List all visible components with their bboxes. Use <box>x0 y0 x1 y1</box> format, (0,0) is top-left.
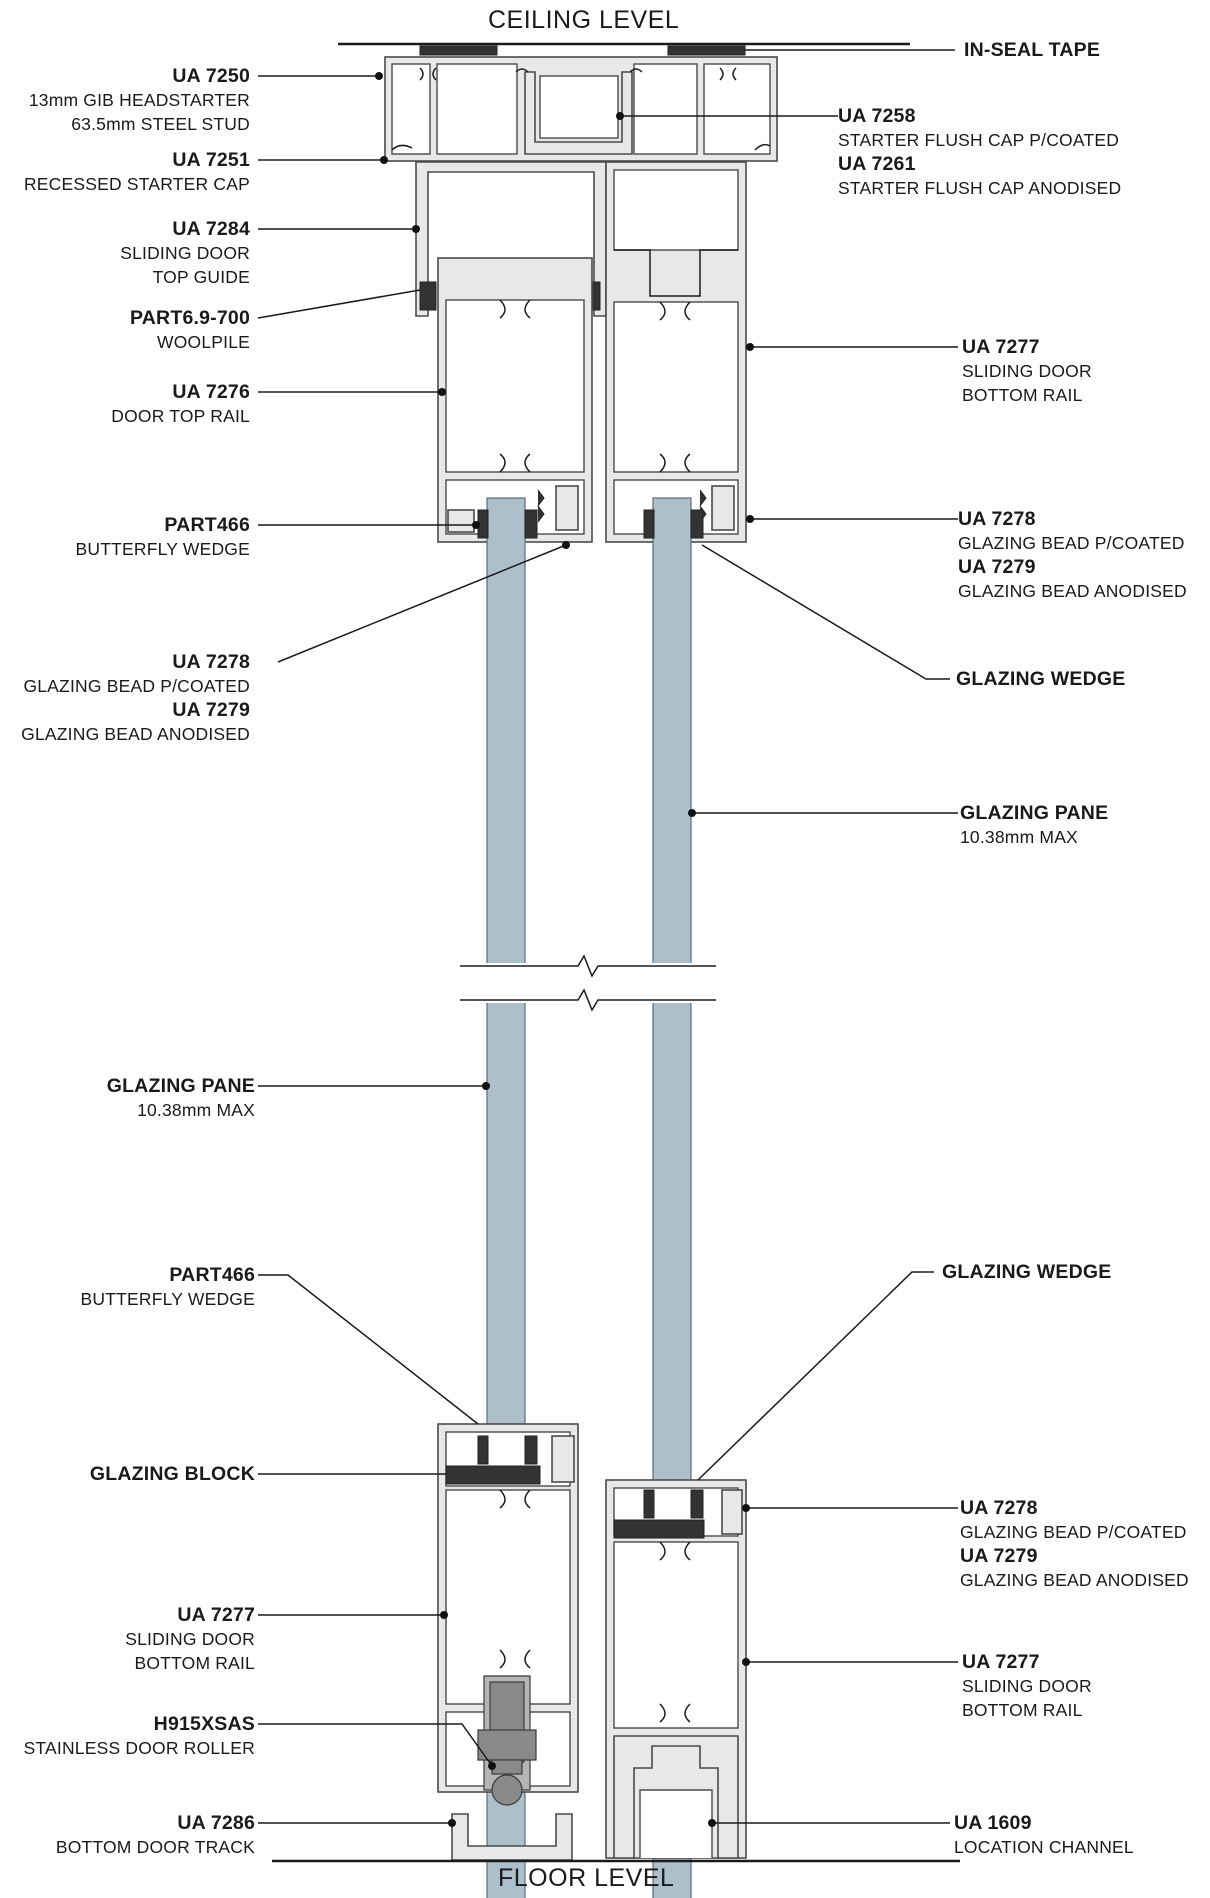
callout-ua7286: UA 7286 BOTTOM DOOR TRACK <box>55 1812 255 1857</box>
callout-glazing-wedge-bottom: GLAZING WEDGE <box>942 1261 1112 1283</box>
callout-glazing-bead-right-top: UA 7278 GLAZING BEAD P/COATED UA 7279 GL… <box>958 508 1187 601</box>
callout-glazing-block: GLAZING BLOCK <box>89 1463 255 1485</box>
callout-ua7277-left-bottom: UA 7277 SLIDING DOOR BOTTOM RAIL <box>125 1604 255 1673</box>
callout-ua7277-right-bottom: UA 7277 SLIDING DOOR BOTTOM RAIL <box>962 1651 1092 1720</box>
callout-roller: H915XSAS STAINLESS DOOR ROLLER <box>23 1713 255 1758</box>
break-lines <box>460 954 720 1012</box>
location-channel <box>613 1735 739 1859</box>
callout-glazing-pane-right: GLAZING PANE 10.38mm MAX <box>960 802 1109 847</box>
in-seal-tape-left <box>419 45 498 56</box>
callout-part466-bottom: PART466 BUTTERFLY WEDGE <box>80 1264 255 1309</box>
callout-ua7276: UA 7276 DOOR TOP RAIL <box>111 381 250 426</box>
callout-glazing-pane-left: GLAZING PANE 10.38mm MAX <box>106 1075 255 1120</box>
callout-ua7258: UA 7258 STARTER FLUSH CAP P/COATED UA 72… <box>838 105 1122 198</box>
leader-lines <box>257 49 958 1827</box>
glazing-block-left <box>445 1465 541 1485</box>
callout-part466-top: PART466 BUTTERFLY WEDGE <box>75 514 250 559</box>
callout-glazing-bead-right-bottom: UA 7278 GLAZING BEAD P/COATED UA 7279 GL… <box>960 1497 1189 1590</box>
starter-flush-cap <box>515 68 643 155</box>
glazing-block-right <box>613 1519 705 1539</box>
callout-ua7277-top: UA 7277 SLIDING DOOR BOTTOM RAIL <box>962 336 1092 405</box>
callout-ua1609: UA 1609 LOCATION CHANNEL <box>954 1812 1134 1857</box>
callout-ua7250: UA 7250 13mm GIB HEADSTARTER 63.5mm STEE… <box>28 65 250 134</box>
right-door-top-rail <box>605 161 747 543</box>
callout-glazing-bead-left-top: UA 7278 GLAZING BEAD P/COATED UA 7279 GL… <box>21 651 250 744</box>
callout-in-seal-tape: IN-SEAL TAPE <box>964 39 1101 61</box>
callout-ua7251: UA 7251 RECESSED STARTER CAP <box>23 149 250 194</box>
callout-woolpile: PART6.9-700 WOOLPILE <box>130 307 250 352</box>
callout-glazing-wedge-top: GLAZING WEDGE <box>956 668 1126 690</box>
in-seal-tape-right <box>667 45 746 56</box>
headstarter-profile <box>384 56 778 162</box>
floor-level-label: FLOOR LEVEL <box>498 1864 675 1892</box>
ceiling-level-label: CEILING LEVEL <box>488 6 680 34</box>
door-roller <box>477 1675 537 1806</box>
callout-ua7284: UA 7284 SLIDING DOOR TOP GUIDE <box>120 218 250 287</box>
